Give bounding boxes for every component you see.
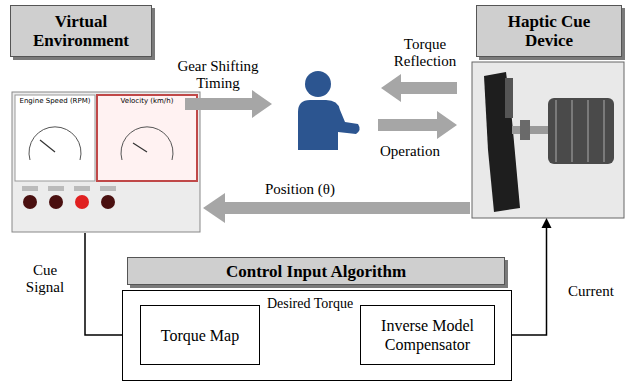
edge-label: Position (θ) <box>240 181 360 198</box>
flow-label: Gear Shifting Timing <box>168 58 268 92</box>
person-body <box>298 100 360 150</box>
motor-rib <box>603 100 605 162</box>
lamp <box>23 195 37 209</box>
lamp-tag <box>48 186 64 191</box>
lamp-tag <box>100 186 116 191</box>
box-text: Torque Map <box>161 326 239 345</box>
motor <box>548 98 614 164</box>
algorithm-group: Control Input AlgorithmTorque Map Inverse… <box>122 257 512 381</box>
block-arrow <box>381 74 457 102</box>
connector-line <box>224 202 470 214</box>
component-panel: Virtual Environment <box>8 5 203 233</box>
block-arrow <box>378 111 457 139</box>
device-photo <box>472 62 624 218</box>
arrowhead <box>203 193 225 223</box>
process-box: Torque Map <box>140 305 260 365</box>
lamp-tag <box>22 186 38 191</box>
screenshot-frame <box>12 92 200 232</box>
person-head <box>305 71 331 97</box>
rpm-gauge <box>29 127 81 160</box>
motor-rib <box>555 100 557 162</box>
edge-label: Desired Torque <box>262 295 358 312</box>
motor-rib <box>571 100 573 162</box>
motor-rib <box>587 100 589 162</box>
coupling <box>520 120 530 140</box>
velocity-panel <box>97 95 197 181</box>
panel-title: Velocity (km/h) <box>97 97 197 105</box>
arrowhead <box>542 218 552 228</box>
lamp <box>75 195 89 209</box>
component-panel: Haptic Cue Device <box>470 5 625 218</box>
lamp-tag <box>74 186 90 191</box>
heading-box: Control Input Algorithm <box>127 257 505 285</box>
connector <box>203 193 470 223</box>
pedal-sensor <box>505 78 513 118</box>
panel-title: Engine Speed (RPM) <box>15 97 95 105</box>
process-box: Inverse Model Compensator <box>360 305 495 365</box>
lamp <box>101 195 115 209</box>
flow-label: Operation <box>366 143 454 160</box>
flow-label: Torque Reflection <box>384 36 466 70</box>
box-text: Inverse Model Compensator <box>369 316 486 354</box>
velocity-needle <box>133 143 147 152</box>
lamp <box>49 195 63 209</box>
heading-box: Virtual Environment <box>10 5 152 57</box>
rpm-needle <box>40 140 55 152</box>
rpm-panel <box>15 95 95 181</box>
heading-box: Haptic Cue Device <box>476 5 622 57</box>
pedal <box>484 72 520 212</box>
velocity-gauge <box>121 127 173 160</box>
block-arrow <box>185 90 272 118</box>
edge-label: Current <box>556 283 626 300</box>
edge-label: Cue Signal <box>16 262 74 296</box>
